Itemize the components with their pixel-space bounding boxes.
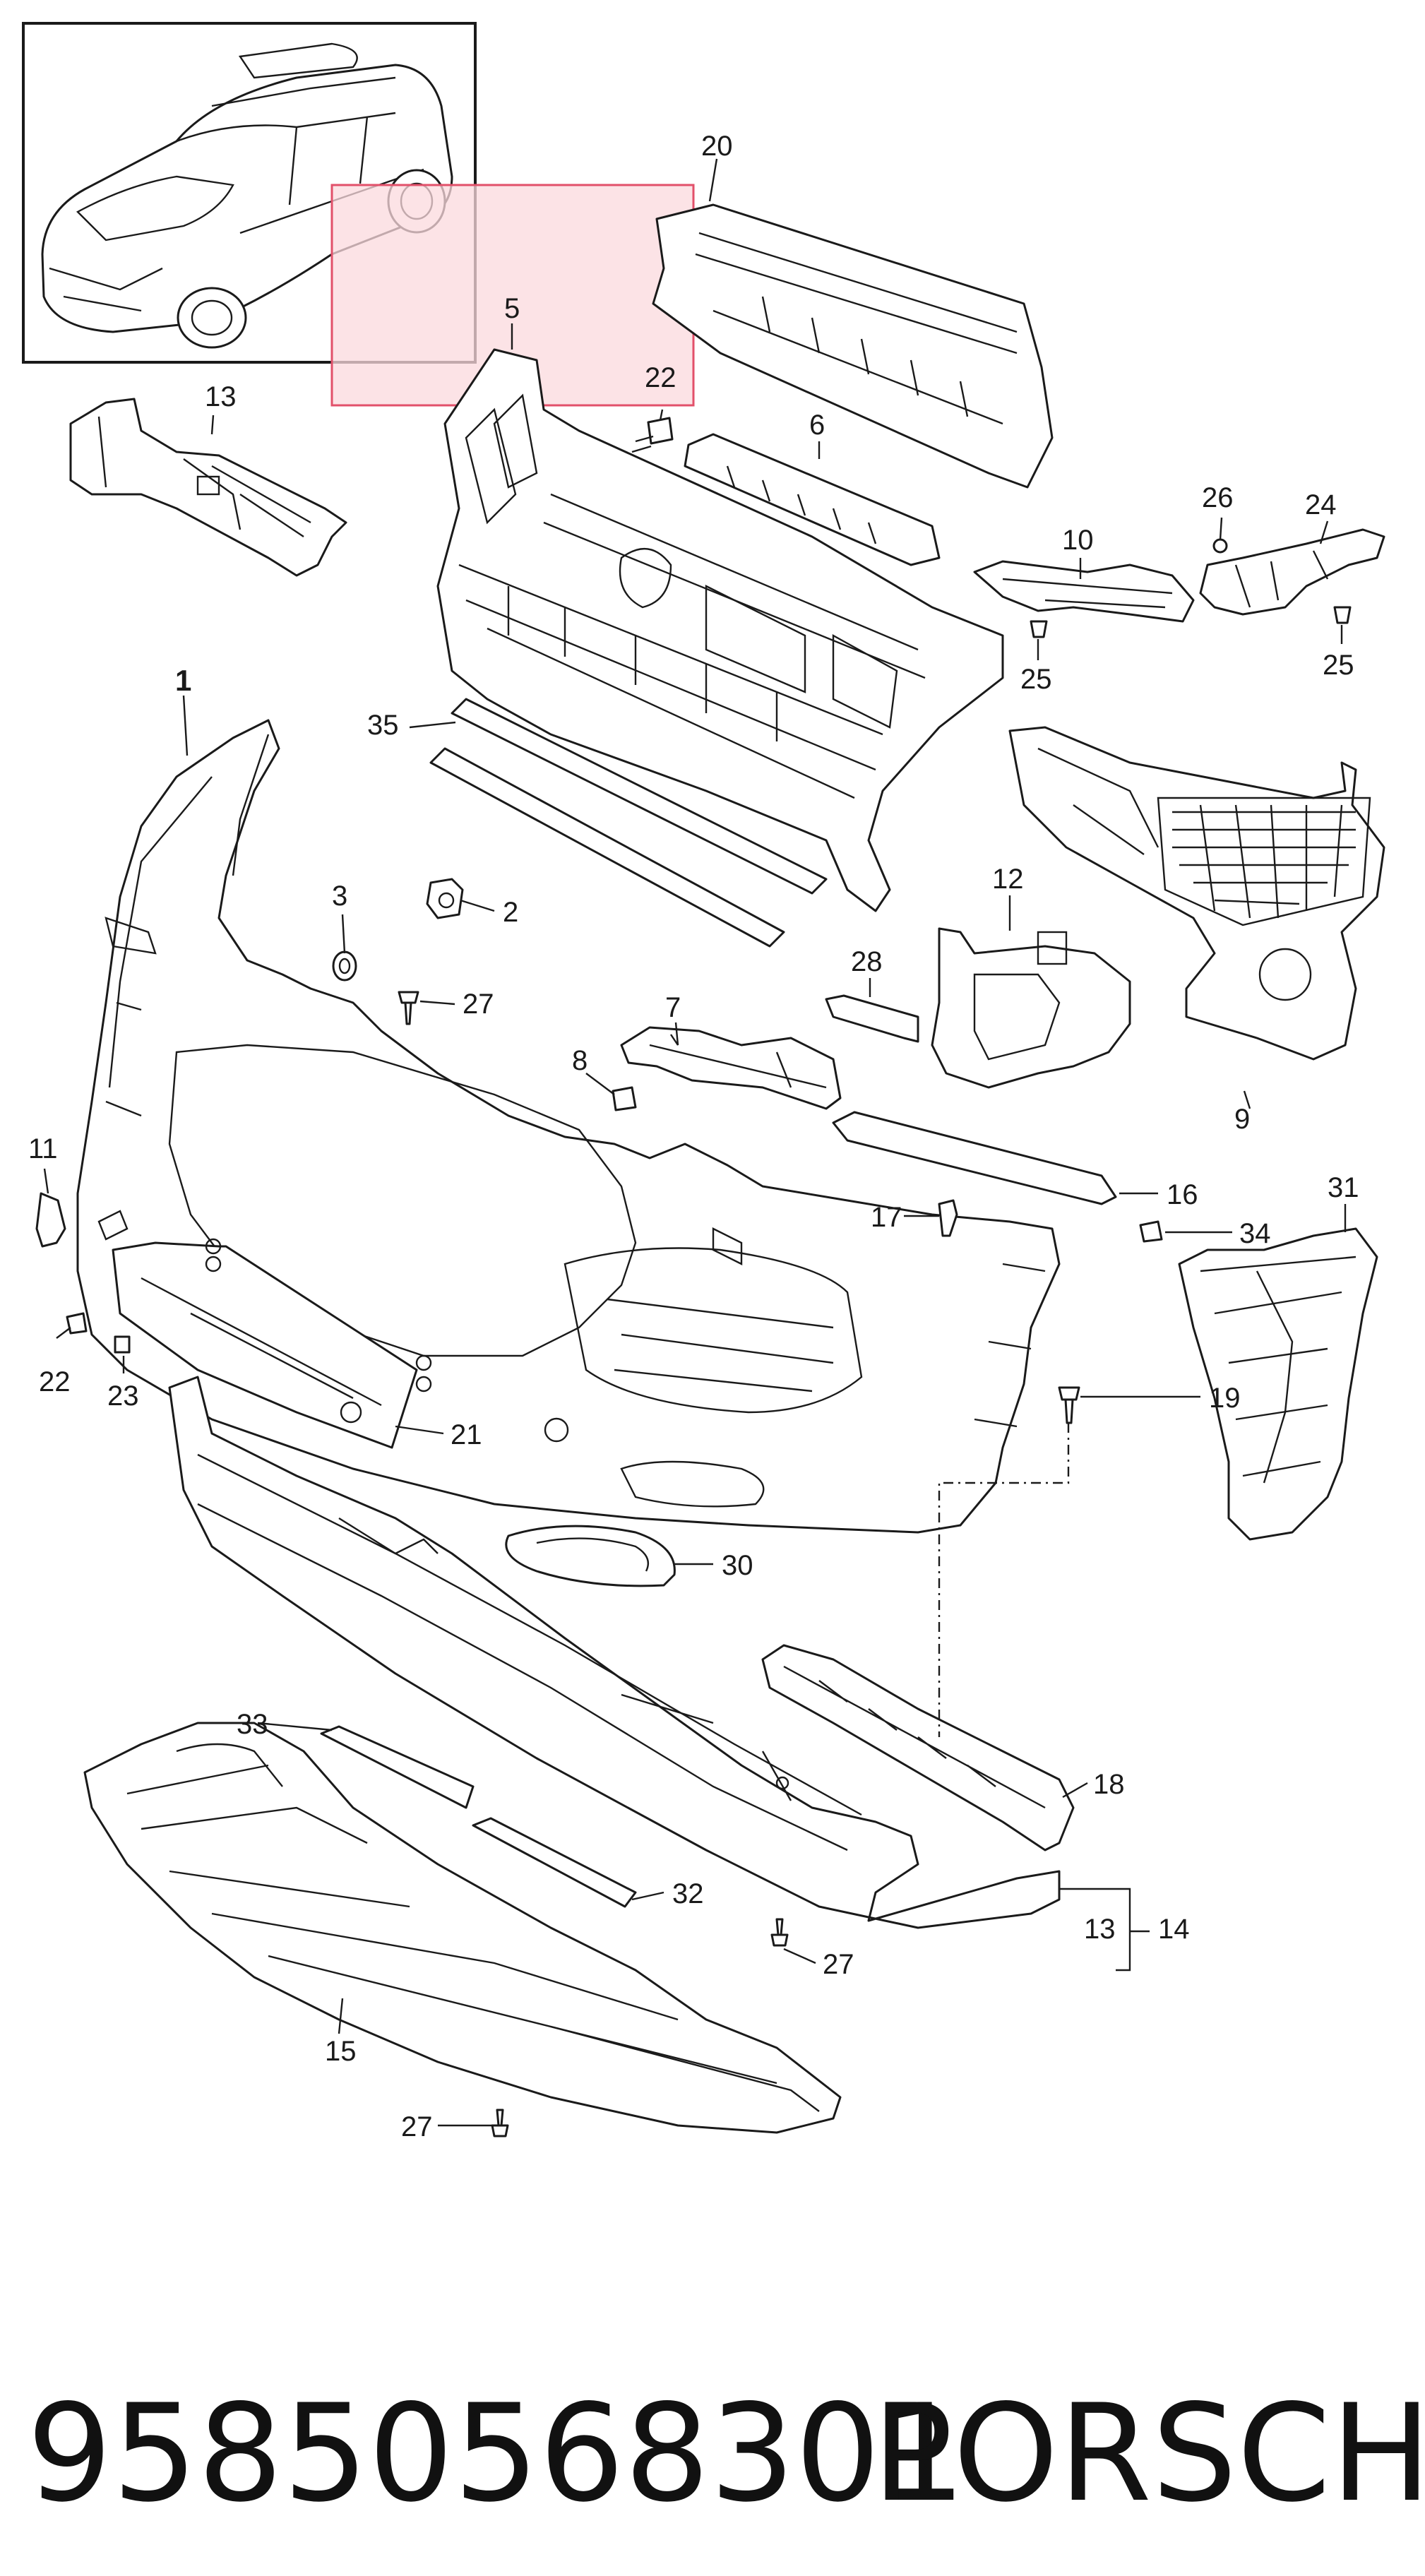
part-22-bolt-lower <box>66 1312 88 1335</box>
callout-27-middle: 27 <box>823 1949 854 1980</box>
part-10-bracket <box>973 560 1195 623</box>
part-34-clip <box>1139 1220 1163 1243</box>
part-13-lower-spoiler <box>168 1376 1061 1929</box>
part-35-seal-strips <box>429 698 828 948</box>
part-13-bracket-left <box>69 398 347 577</box>
callout-11: 11 <box>28 1133 58 1164</box>
callout-2: 2 <box>503 897 518 928</box>
callout-27-bottom: 27 <box>401 2111 433 2142</box>
part-30-fog-trim <box>505 1525 676 1587</box>
part-17-fastener <box>938 1199 958 1237</box>
callout-23: 23 <box>107 1381 139 1412</box>
part-19-screw <box>1058 1386 1080 1424</box>
callout-22-lower: 22 <box>39 1366 71 1397</box>
callout-16: 16 <box>1167 1179 1198 1210</box>
callout-9: 9 <box>1234 1104 1250 1135</box>
part-7-bracket <box>620 1026 842 1110</box>
part-18-lip <box>761 1644 1075 1852</box>
callout-15: 15 <box>325 2036 357 2067</box>
callout-labels: 20 5 22 13 6 26 24 10 25 25 1 35 12 3 2 … <box>28 131 1359 2142</box>
part-33-strip <box>320 1725 475 1809</box>
callout-17: 17 <box>871 1202 902 1233</box>
callout-25-right: 25 <box>1323 650 1354 681</box>
part-3-grommet <box>332 950 357 982</box>
callout-35: 35 <box>367 710 399 741</box>
part-21-plate-bracket <box>112 1238 432 1449</box>
part-24-bracket <box>1199 528 1385 616</box>
callout-7: 7 <box>665 992 681 1023</box>
callout-10: 10 <box>1062 525 1094 556</box>
part-25-screws <box>1030 606 1352 638</box>
callout-26: 26 <box>1202 482 1234 513</box>
callout-31: 31 <box>1328 1172 1359 1203</box>
callout-13-top: 13 <box>205 381 237 412</box>
brand-name: PORSCHE <box>872 2375 1425 2532</box>
part-27-screw-upper <box>398 991 419 1025</box>
part-27-screw-bottom <box>491 2109 509 2137</box>
callout-25-left: 25 <box>1020 664 1052 695</box>
callout-1: 1 <box>175 664 191 697</box>
callout-20: 20 <box>701 131 733 162</box>
part-12-duct <box>931 927 1131 1089</box>
callout-33: 33 <box>237 1709 268 1740</box>
part-23-clip <box>114 1335 131 1354</box>
callout-34: 34 <box>1239 1218 1271 1249</box>
part-22-bolt-top <box>631 417 674 453</box>
callout-5: 5 <box>504 293 520 324</box>
callout-14: 14 <box>1158 1914 1190 1945</box>
part-20-impact-absorber <box>652 203 1054 489</box>
callout-21: 21 <box>451 1419 482 1450</box>
part-6-bracket <box>684 433 941 566</box>
part-15-underbody-panel <box>83 1722 842 2134</box>
callout-12: 12 <box>992 864 1024 895</box>
callout-28: 28 <box>851 946 883 977</box>
part-9-grille <box>1008 726 1385 1061</box>
part-27-screw-middle <box>770 1918 789 1947</box>
part-8-clip <box>612 1086 637 1111</box>
part-32-strip <box>472 1817 637 1908</box>
callout-19: 19 <box>1209 1383 1241 1414</box>
callout-24: 24 <box>1305 489 1337 520</box>
callout-3: 3 <box>332 881 347 912</box>
leader-lines <box>43 158 1347 2127</box>
part-2-clip <box>426 878 464 919</box>
part-11-cap <box>35 1192 66 1248</box>
callout-18: 18 <box>1093 1769 1125 1800</box>
callout-13-lower: 13 <box>1084 1914 1116 1945</box>
part-28-clip <box>825 994 919 1043</box>
part-number: 95850568301 <box>27 2375 966 2532</box>
callout-27-upper: 27 <box>463 989 494 1020</box>
callout-6: 6 <box>809 410 825 441</box>
part-26-clip <box>1212 538 1228 554</box>
callout-32: 32 <box>672 1878 704 1909</box>
part-31-side-bracket <box>1178 1227 1378 1541</box>
callout-22-top: 22 <box>645 362 676 393</box>
callout-30: 30 <box>722 1550 753 1581</box>
part-5-bumper-carrier <box>436 348 1004 912</box>
callout-8: 8 <box>572 1045 588 1076</box>
part-16-trim <box>832 1111 1117 1205</box>
